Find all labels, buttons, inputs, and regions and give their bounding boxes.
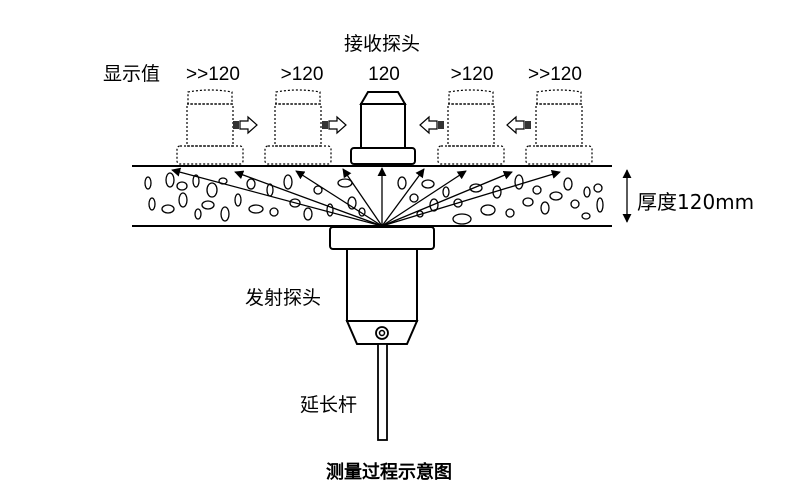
aggregate-void: [161, 204, 175, 214]
ray-left-3: [342, 168, 383, 227]
ray-right-2: [381, 170, 467, 227]
aggregate-void: [583, 186, 591, 198]
reading-1: >>120: [186, 64, 240, 85]
aggregate-void: [192, 174, 200, 188]
aggregate-void: [409, 193, 419, 203]
aggregate-void: [165, 172, 175, 188]
aggregate-void: [421, 179, 435, 189]
aggregate-void: [144, 176, 152, 190]
ray-right-3: [381, 168, 425, 227]
aggregate-void: [581, 212, 591, 220]
ray-far-left: [171, 167, 383, 227]
extension-rod: [377, 343, 388, 441]
aggregate-void: [176, 181, 188, 191]
receiver-probe-label: 接收探头: [344, 33, 420, 55]
ghost-probe-1: [176, 89, 244, 165]
aggregate-void: [234, 193, 242, 207]
aggregate-void: [429, 198, 439, 212]
display-value-label: 显示值: [103, 63, 160, 85]
aggregate-void: [540, 201, 550, 215]
aggregate-void: [522, 197, 534, 207]
transmitter-probe-label: 发射探头: [245, 287, 321, 309]
aggregate-void: [549, 191, 563, 201]
aggregate-voids: [144, 172, 604, 225]
aggregate-void: [452, 213, 472, 225]
move-arrow-right-2: [322, 115, 347, 135]
aggregate-void: [201, 200, 215, 210]
diagram-caption: 测量过程示意图: [326, 461, 452, 483]
reading-2: >120: [281, 64, 324, 85]
aggregate-void: [570, 199, 580, 209]
aggregate-void: [326, 203, 334, 217]
concrete-slab: [132, 165, 612, 227]
move-arrow-right-1: [233, 115, 258, 135]
receiver-probe: [350, 91, 416, 165]
aggregate-void: [593, 183, 603, 193]
aggregate-void: [596, 197, 604, 213]
aggregate-void: [220, 206, 230, 222]
ghost-probe-5: [525, 89, 593, 165]
ray-left-2: [295, 170, 383, 227]
aggregate-void: [469, 183, 483, 193]
aggregate-void: [248, 204, 264, 214]
aggregate-void: [206, 182, 218, 198]
aggregate-void: [289, 198, 301, 208]
aggregate-void: [505, 208, 515, 218]
reading-5: >>120: [528, 64, 582, 85]
ray-right-1: [381, 170, 513, 227]
ghost-probe-2: [264, 89, 332, 165]
thickness-label: 厚度120mm: [637, 190, 754, 214]
aggregate-void: [347, 196, 357, 210]
aggregate-void: [303, 207, 313, 221]
aggregate-void: [453, 198, 463, 208]
aggregate-void: [532, 185, 542, 195]
ray-far-right: [381, 170, 561, 227]
aggregate-void: [514, 174, 524, 190]
aggregate-void: [397, 176, 407, 190]
aggregate-void: [148, 197, 156, 211]
aggregate-void: [442, 186, 450, 198]
aggregate-void: [194, 208, 202, 220]
extension-rod-label: 延长杆: [300, 394, 357, 416]
move-arrow-left-1: [419, 115, 444, 135]
aggregate-void: [480, 204, 496, 216]
aggregate-void: [246, 178, 256, 190]
aggregate-void: [313, 185, 323, 195]
aggregate-void: [178, 192, 188, 208]
aggregate-void: [269, 207, 279, 217]
transmitter-probe: [329, 226, 435, 345]
signal-rays: [171, 167, 561, 227]
aggregate-void: [283, 174, 293, 190]
reading-3: 120: [368, 64, 400, 85]
reading-4: >120: [451, 64, 494, 85]
move-arrow-left-2: [506, 115, 531, 135]
ghost-probe-4: [437, 89, 505, 165]
ray-left-1: [234, 170, 383, 227]
aggregate-void: [563, 177, 573, 191]
